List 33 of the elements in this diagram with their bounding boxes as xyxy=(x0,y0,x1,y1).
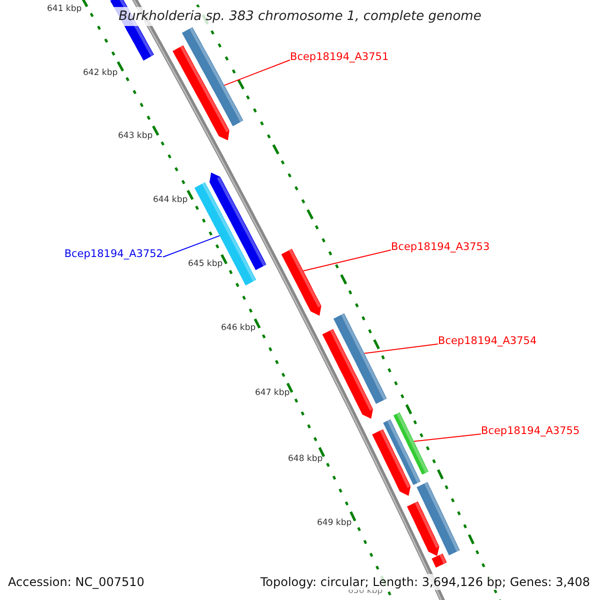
genome-info: Accession: NC_007510 xyxy=(8,574,144,590)
tick-label: 647 kbp xyxy=(255,387,290,399)
tick-label: 646 kbp xyxy=(221,322,256,334)
gene-feature xyxy=(210,172,266,270)
tick-label: 650 kbp xyxy=(348,586,383,597)
tick-label: 643 kbp xyxy=(118,130,153,142)
tick-label: 644 kbp xyxy=(153,194,188,206)
tick-label: 648 kbp xyxy=(288,453,323,465)
gene-feature xyxy=(322,329,373,419)
tick-label: 649 kbp xyxy=(317,517,352,529)
gene-label: Bcep18194_A3753 xyxy=(391,240,490,254)
tick-label: 641 kbp xyxy=(47,3,82,15)
gene-feature xyxy=(393,412,428,475)
leader-line xyxy=(162,235,220,258)
gene-feature xyxy=(333,313,387,404)
gene-feature xyxy=(383,419,420,485)
leader-line xyxy=(224,60,290,86)
gene-label: Bcep18194_A3755 xyxy=(481,424,580,438)
gene-feature xyxy=(407,501,440,556)
leader-line xyxy=(364,344,438,354)
gene-feature xyxy=(416,482,460,556)
gene-feature xyxy=(372,429,411,496)
gene-feature xyxy=(182,27,244,126)
gene-label: Bcep18194_A3752 xyxy=(64,247,163,261)
gene-feature xyxy=(432,554,447,568)
leader-line xyxy=(413,434,482,442)
gene-feature xyxy=(172,45,230,140)
gene-label: Bcep18194_A3751 xyxy=(290,50,389,64)
gene-label: Bcep18194_A3754 xyxy=(438,334,537,348)
leader-line xyxy=(302,250,392,272)
gene-feature xyxy=(281,248,322,316)
tick-label: 642 kbp xyxy=(83,67,118,79)
tick-label: 645 kbp xyxy=(188,258,223,270)
